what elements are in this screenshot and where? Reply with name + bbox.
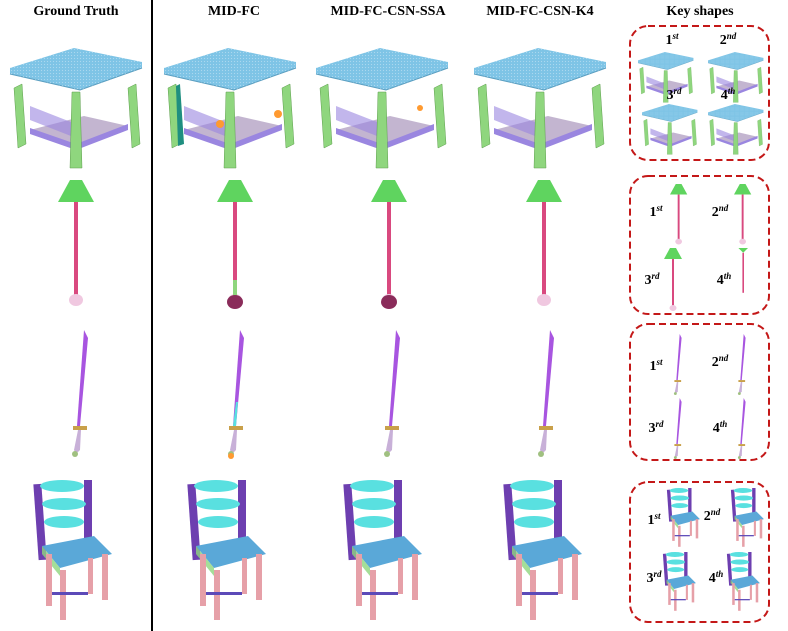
key-shapes-box-table bbox=[629, 25, 770, 161]
key-shapes-box-sword bbox=[629, 323, 770, 461]
key-sword-ordinal-4: 4th bbox=[713, 419, 728, 436]
chair-mid-fc-csn-k4 bbox=[503, 480, 582, 620]
chair-mid-fc bbox=[187, 480, 266, 620]
key-lamp-ordinal-4: 4th bbox=[717, 271, 732, 288]
key-table-ordinal-2: 2nd bbox=[720, 31, 737, 48]
key-lamp-shapes: 1st 2nd 3rd 4th bbox=[644, 184, 752, 311]
sword-mid-fc bbox=[228, 330, 244, 459]
key-chair-shapes: 1st 2nd 3rd 4th bbox=[646, 488, 764, 611]
key-chair-ordinal-3: 3rd bbox=[646, 569, 662, 586]
header-mid-fc-csn-k4: MID-FC-CSN-K4 bbox=[486, 4, 593, 19]
key-sword-ordinal-3: 3rd bbox=[648, 419, 664, 436]
key-sword-ordinal-2: 2nd bbox=[712, 353, 729, 370]
key-table-ordinal-1: 1st bbox=[665, 31, 679, 48]
lamp-mid-fc-csn-ssa bbox=[371, 180, 407, 309]
key-table-shapes: 1st 2nd 3rd 4th bbox=[637, 31, 764, 155]
key-sword-ordinal-1: 1st bbox=[649, 357, 663, 374]
lamp-mid-fc-csn-k4 bbox=[526, 180, 562, 306]
key-shapes-box-chair bbox=[629, 481, 770, 623]
key-lamp-ordinal-2: 2nd bbox=[712, 203, 729, 220]
chair-ground-truth bbox=[33, 480, 113, 620]
header-ground-truth: Ground Truth bbox=[33, 4, 118, 19]
table-mid-fc-csn-ssa bbox=[315, 47, 449, 169]
key-table-ordinal-3: 3rd bbox=[666, 86, 682, 103]
key-lamp-ordinal-3: 3rd bbox=[644, 271, 660, 288]
header-mid-fc: MID-FC bbox=[208, 4, 260, 19]
sword-mid-fc-csn-ssa bbox=[384, 330, 400, 457]
key-lamp-ordinal-1: 1st bbox=[649, 203, 663, 220]
key-chair-ordinal-2: 2nd bbox=[704, 507, 721, 524]
table-mid-fc-csn-k4 bbox=[473, 47, 607, 169]
key-chair-ordinal-1: 1st bbox=[647, 511, 661, 528]
chair-mid-fc-csn-ssa bbox=[343, 480, 422, 620]
header-key-shapes: Key shapes bbox=[666, 4, 734, 19]
key-sword-shapes: 1st 2nd 3rd 4th bbox=[648, 334, 746, 459]
key-table-ordinal-4: 4th bbox=[721, 86, 736, 103]
header-mid-fc-csn-ssa: MID-FC-CSN-SSA bbox=[330, 4, 446, 19]
key-chair-ordinal-4: 4th bbox=[709, 569, 724, 586]
table-mid-fc bbox=[163, 47, 297, 169]
key-shapes-box-lamp bbox=[629, 175, 770, 315]
sword-ground-truth bbox=[72, 330, 88, 457]
lamp-mid-fc bbox=[217, 180, 253, 309]
sword-mid-fc-csn-k4 bbox=[538, 330, 554, 457]
lamp-ground-truth bbox=[58, 180, 94, 306]
table-ground-truth bbox=[9, 47, 143, 169]
